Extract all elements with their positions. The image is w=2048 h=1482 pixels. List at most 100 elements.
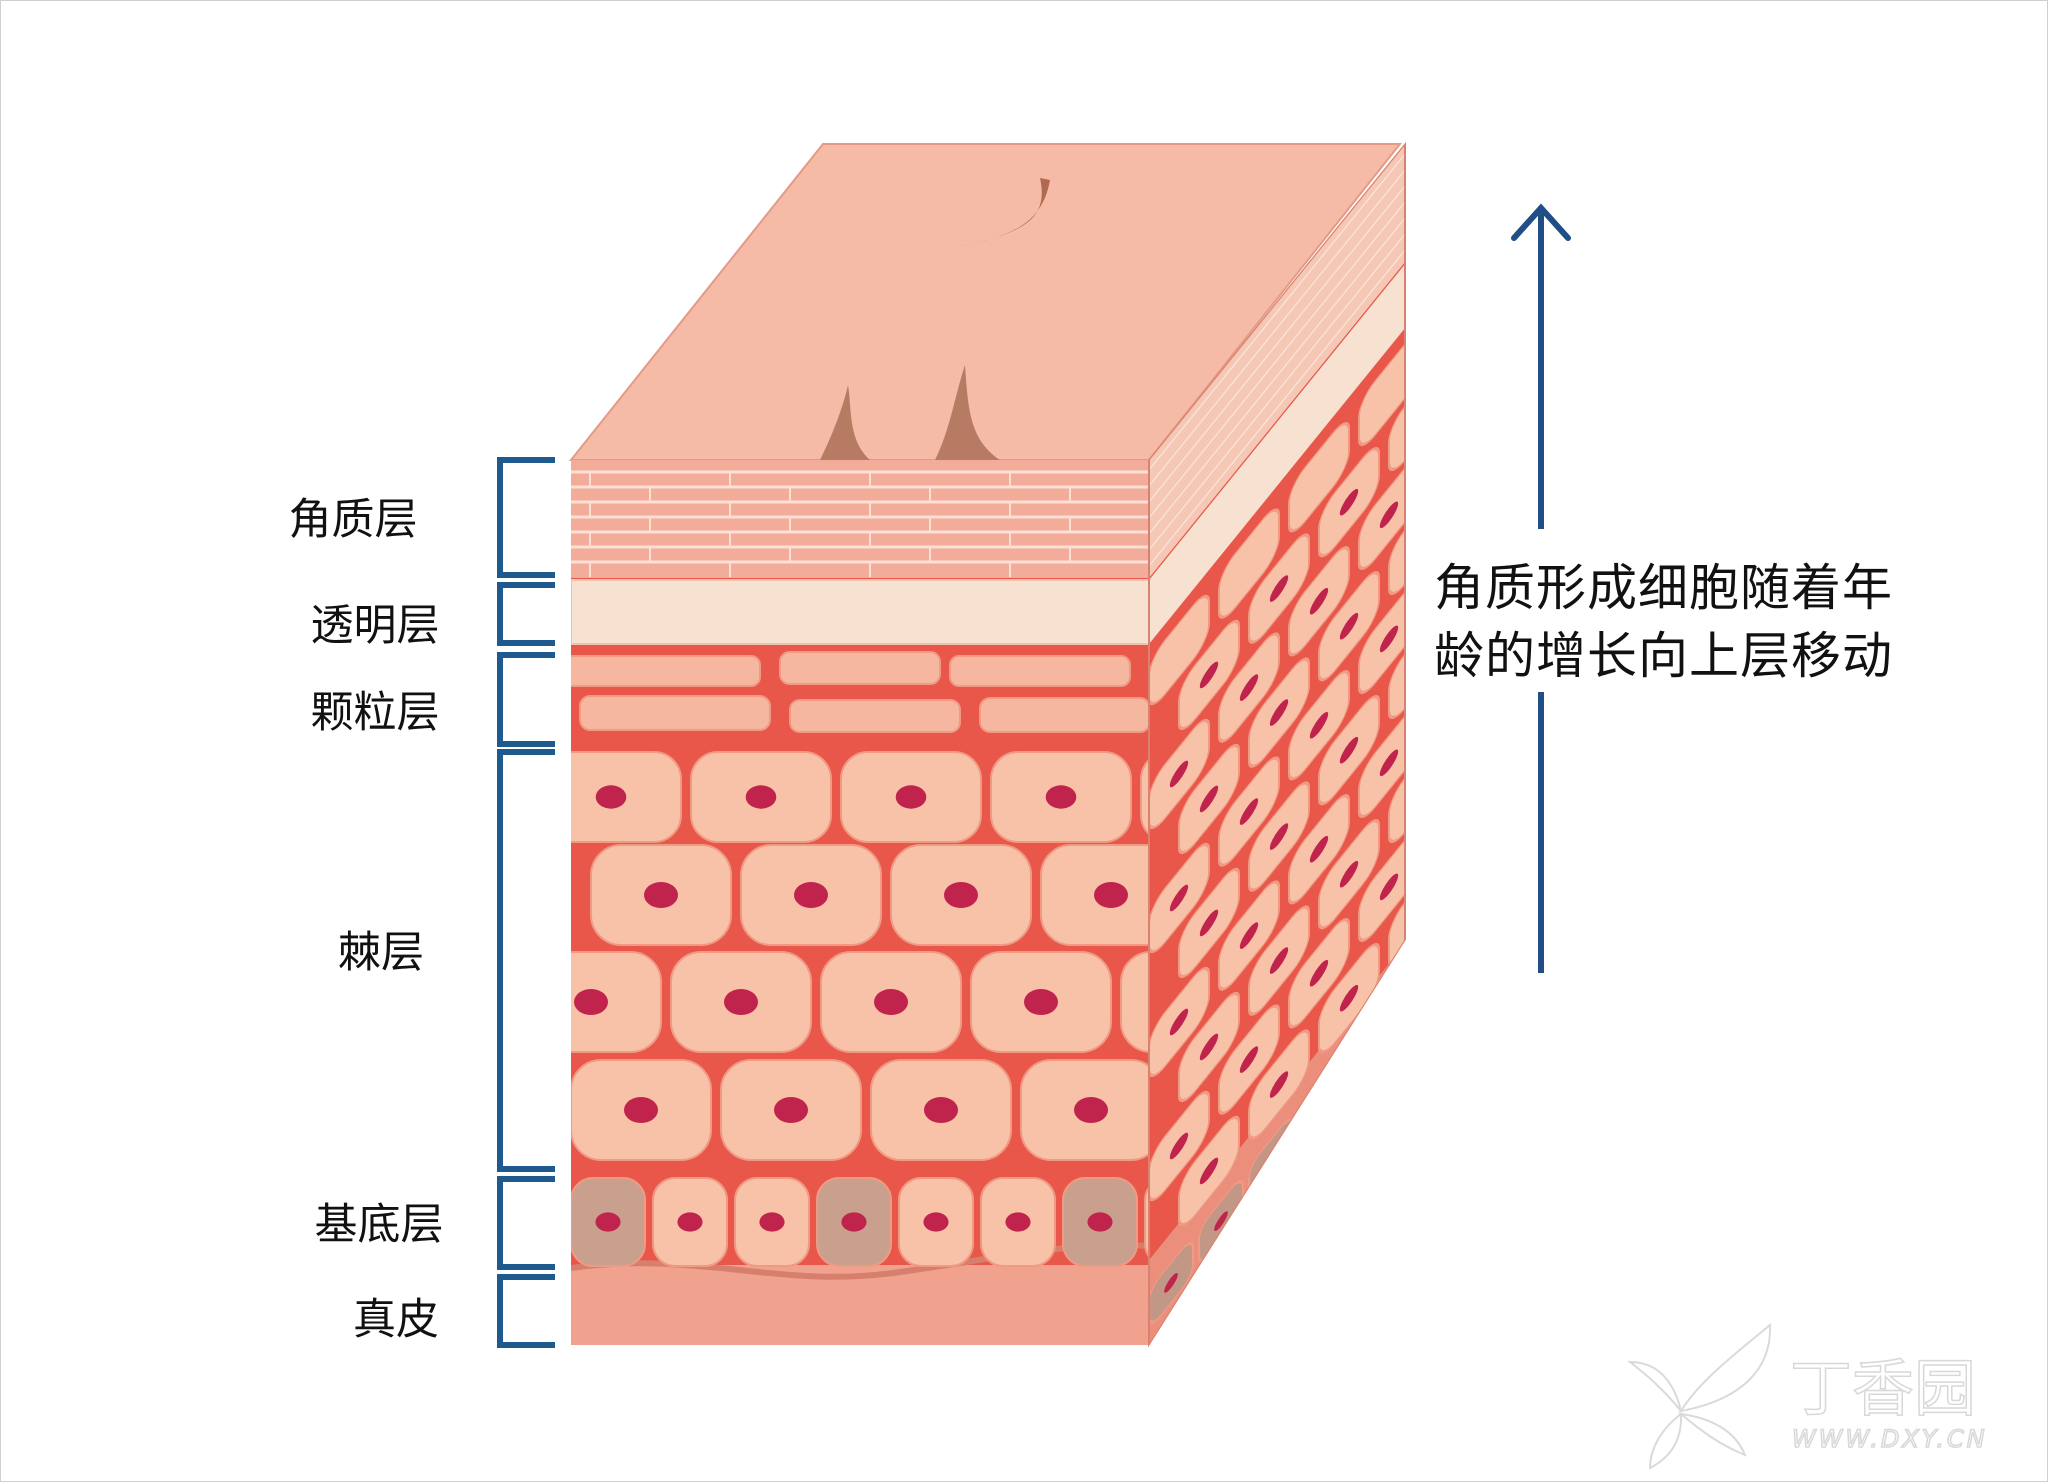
upward-arrow-icon bbox=[1511, 203, 1571, 973]
nucleus bbox=[1339, 612, 1359, 640]
nucleus bbox=[1024, 989, 1058, 1015]
cell bbox=[1398, 933, 1405, 1016]
nucleus bbox=[1410, 521, 1428, 558]
nucleus bbox=[1410, 645, 1428, 682]
cell bbox=[1149, 594, 1210, 706]
nucleus bbox=[1239, 1046, 1259, 1073]
nucleus bbox=[1339, 984, 1359, 1012]
nucleus bbox=[1339, 860, 1359, 888]
label-stratum-granulosum: 颗粒层 bbox=[310, 688, 440, 738]
nucleus bbox=[644, 882, 678, 908]
nucleus bbox=[924, 1097, 958, 1123]
nucleus bbox=[1309, 587, 1329, 615]
nucleus bbox=[624, 1097, 658, 1123]
nucleus bbox=[1214, 1211, 1228, 1232]
dxy-logo-icon bbox=[1627, 1322, 1772, 1470]
corneum-line bbox=[1149, 233, 1405, 551]
nucleus bbox=[1379, 873, 1399, 901]
nucleus bbox=[1164, 1272, 1178, 1293]
nucleus bbox=[1005, 1212, 1031, 1232]
corneum-line bbox=[1149, 217, 1405, 535]
nucleus bbox=[1269, 1071, 1289, 1098]
nucleus bbox=[923, 1212, 949, 1232]
corneum-line bbox=[1149, 153, 1405, 471]
layer-brackets bbox=[497, 457, 555, 1348]
cell bbox=[1218, 508, 1280, 619]
corneum-line bbox=[1149, 201, 1405, 519]
cell bbox=[979, 697, 1149, 733]
surface-crack bbox=[820, 385, 870, 460]
nucleus bbox=[1199, 785, 1219, 813]
nucleus bbox=[841, 1212, 867, 1232]
nucleus bbox=[1414, 961, 1428, 988]
nucleus bbox=[1239, 674, 1259, 701]
nucleus bbox=[1309, 711, 1329, 739]
cell bbox=[1288, 422, 1350, 533]
nucleus bbox=[1169, 1008, 1189, 1036]
cell bbox=[571, 655, 761, 687]
nucleus bbox=[944, 882, 978, 908]
nucleus bbox=[1169, 884, 1189, 912]
cell bbox=[789, 699, 961, 733]
cell bbox=[1120, 951, 1149, 1053]
cell bbox=[579, 695, 771, 731]
cell bbox=[1140, 758, 1149, 836]
cell bbox=[779, 651, 941, 685]
nucleus bbox=[1045, 785, 1077, 809]
surface-crack bbox=[935, 365, 1000, 460]
nucleus bbox=[1339, 488, 1359, 516]
annotation-line-2: 龄的增长向上层移动 bbox=[1434, 627, 1893, 685]
nucleus bbox=[1269, 823, 1289, 850]
nucleus bbox=[1239, 922, 1259, 949]
nucleus bbox=[1410, 769, 1428, 806]
corneum-line bbox=[1149, 185, 1405, 503]
watermark-site: WWW.DXY.CN bbox=[1791, 1424, 1988, 1454]
nucleus bbox=[1314, 1087, 1328, 1108]
label-stratum-basale: 基底层 bbox=[314, 1200, 444, 1250]
label-stratum-corneum: 角质层 bbox=[288, 495, 418, 545]
annotation-line-1: 角质形成细胞随着年 bbox=[1434, 559, 1893, 617]
nucleus bbox=[1199, 1157, 1219, 1185]
label-stratum-spinosum: 棘层 bbox=[338, 928, 424, 978]
nucleus bbox=[1379, 625, 1399, 653]
nucleus bbox=[595, 1212, 621, 1232]
corneum-line bbox=[1149, 249, 1405, 567]
stratum-corneum bbox=[571, 460, 1149, 578]
stratum-lucidum bbox=[571, 579, 1149, 645]
nucleus bbox=[794, 882, 828, 908]
nucleus bbox=[1364, 1026, 1378, 1046]
bracket bbox=[497, 1274, 555, 1348]
nucleus bbox=[1410, 893, 1428, 930]
nucleus bbox=[724, 989, 758, 1015]
nucleus bbox=[1410, 397, 1428, 434]
nucleus bbox=[1087, 1212, 1113, 1232]
nucleus bbox=[1169, 760, 1189, 788]
nucleus bbox=[745, 785, 777, 809]
bracket bbox=[497, 457, 555, 578]
nucleus bbox=[1269, 947, 1289, 974]
nucleus bbox=[595, 785, 627, 809]
nucleus bbox=[1199, 1033, 1219, 1061]
nucleus bbox=[895, 785, 927, 809]
nucleus bbox=[1379, 749, 1399, 777]
corneum-line bbox=[1149, 169, 1405, 487]
nucleus bbox=[1094, 882, 1128, 908]
bracket bbox=[497, 1176, 555, 1270]
nucleus bbox=[1074, 1097, 1108, 1123]
front-cross-section bbox=[571, 460, 1149, 1345]
nucleus bbox=[759, 1212, 785, 1232]
nucleus bbox=[1309, 835, 1329, 863]
nucleus bbox=[1309, 959, 1329, 987]
nucleus bbox=[677, 1212, 703, 1232]
nucleus bbox=[1239, 798, 1259, 825]
cell bbox=[571, 951, 662, 1053]
nucleus bbox=[1269, 575, 1289, 602]
nucleus bbox=[574, 989, 608, 1015]
bracket bbox=[497, 652, 555, 747]
watermark-brand: 丁香园 bbox=[1789, 1351, 1977, 1426]
nucleus bbox=[1269, 699, 1289, 726]
nucleus bbox=[1199, 661, 1219, 689]
nucleus bbox=[1169, 1132, 1189, 1160]
nucleus bbox=[774, 1097, 808, 1123]
